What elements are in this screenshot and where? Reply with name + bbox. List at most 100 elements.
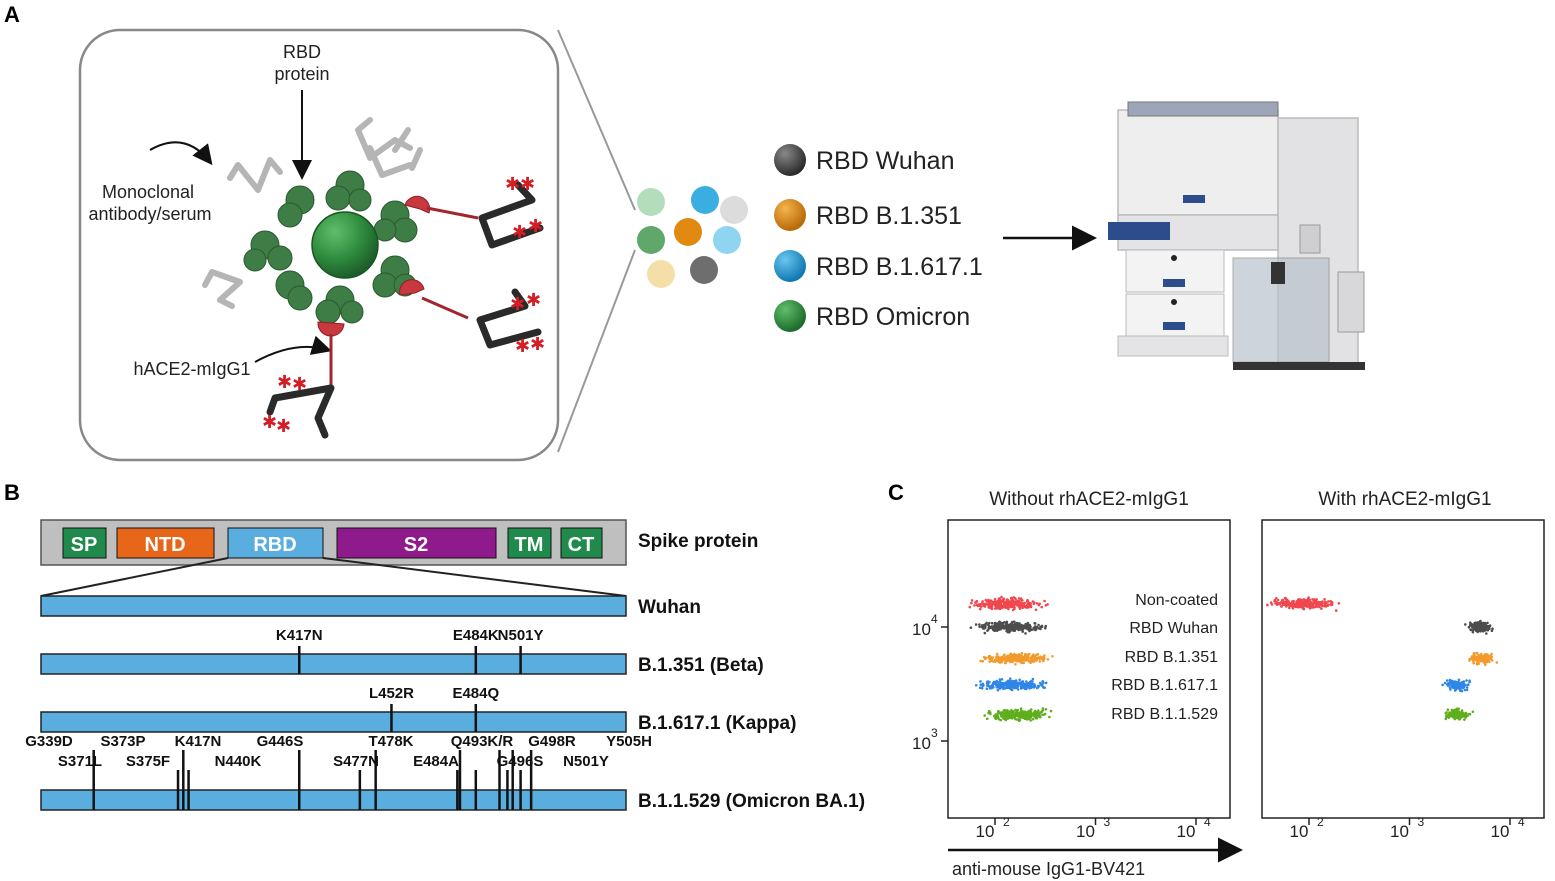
scatter-point [1015,659,1019,662]
scatter-point [1029,602,1032,605]
scatter-point [979,659,982,663]
scatter-point [1448,686,1452,689]
scatter-point [979,605,983,608]
scatter-point [1026,624,1030,628]
scatter-point [999,684,1003,687]
scatter-point [1463,688,1467,692]
x-tick-label: 10 [1390,822,1409,841]
expand-line-right [322,557,627,597]
scatter-point [1013,715,1017,718]
scatter-point [987,606,991,609]
rbd-cluster-icon [243,170,418,325]
scatter-point [1014,663,1017,666]
scatter-point [978,686,982,689]
variant-bar [40,653,627,675]
x-tick-exp: 3 [1104,815,1111,829]
domain-tm-label: TM [515,534,544,556]
scatter-point [1041,684,1044,688]
scatter-point [1468,679,1471,682]
domain-sp-label: SP [71,534,98,556]
scatter-point [1479,623,1482,626]
scatter-point [1446,708,1450,711]
scatter-point [1013,620,1016,623]
scatter-point [994,717,997,721]
scatter-point [1315,605,1319,608]
domain-ct [560,527,603,559]
scatter-point [987,709,991,713]
mutation-label: L452R [369,685,414,702]
variant-bar [40,789,627,811]
scatter-point [1004,713,1008,716]
scatter-point [1317,601,1320,605]
scatter-point [1287,602,1291,605]
scatter-point [1009,677,1012,680]
scatter-point [1311,598,1314,601]
svg-text:✱: ✱ [530,334,545,355]
scatter-point [1022,711,1025,714]
scatter-point [991,625,995,628]
scatter-point [1003,717,1006,720]
scatter-point [1007,631,1011,634]
scatter-point [983,631,987,635]
scatter-point [995,715,998,718]
scatter-point [1459,712,1462,716]
scatter-point [1026,653,1029,657]
domain-sp [62,527,107,559]
scatter-point [1307,599,1311,602]
scatter-point [1019,655,1023,659]
scatter-point [1034,628,1037,632]
legend-bead-b16171 [774,250,806,282]
scatter-point [1475,651,1479,655]
scatter-point [1028,685,1031,689]
scatter-point [1275,597,1278,600]
scatter-point [1277,601,1280,605]
scatter-point [996,688,1000,692]
scatter-point [1003,709,1007,712]
variant-name: B.1.617.1 (Kappa) [638,713,796,734]
scatter-point [1012,603,1015,606]
scatter-point [1279,601,1283,604]
scatter-point [1012,596,1016,599]
scatter-point [1474,658,1477,662]
scatter-point [981,682,985,686]
scatter-point [993,597,997,601]
scatter-point [1490,659,1494,662]
scatter-point [1003,653,1006,656]
mutation-label: S371L [58,753,102,770]
scatter-point [1008,658,1011,662]
scatter-point [1009,652,1012,656]
series-label-b16171: RBD B.1.617.1 [1111,677,1218,694]
scatter-point [1469,628,1472,631]
scatter-point [1448,714,1452,718]
scatter-point [1483,655,1487,659]
scatter-point [1475,627,1478,630]
scatter-point [1484,658,1488,662]
domain-ntd-label: NTD [144,534,185,556]
legend-bead-wuhan [774,144,806,176]
scatter-point [1302,598,1306,601]
scatter-point [1018,625,1021,628]
mutation-label: G339D [25,733,73,750]
scatter-point [977,603,980,606]
scatter-point [1461,680,1465,684]
scatter-point [1327,600,1330,603]
scatter-point [1321,600,1324,603]
scatter-point [1039,711,1042,714]
scatter-point [994,606,998,610]
legend-bead-omicron [774,300,806,332]
scatter-point [1008,627,1012,630]
x-tick-label: 10 [976,822,995,841]
scatter-point [1014,685,1017,689]
scatter-point [1451,685,1455,689]
scatter-point [1041,659,1045,663]
scatter-point [996,681,1000,684]
scatter-point [1284,596,1287,600]
scatter-point [1484,663,1487,666]
mutation-label: S375F [126,753,170,770]
scatter-point [999,604,1002,607]
scatter-point [1011,716,1014,719]
scatter-point [993,621,997,625]
x-axis-title: anti-mouse IgG1-BV421 [952,859,1145,879]
scatter-point [1020,709,1023,712]
scatter-point [1014,654,1018,658]
